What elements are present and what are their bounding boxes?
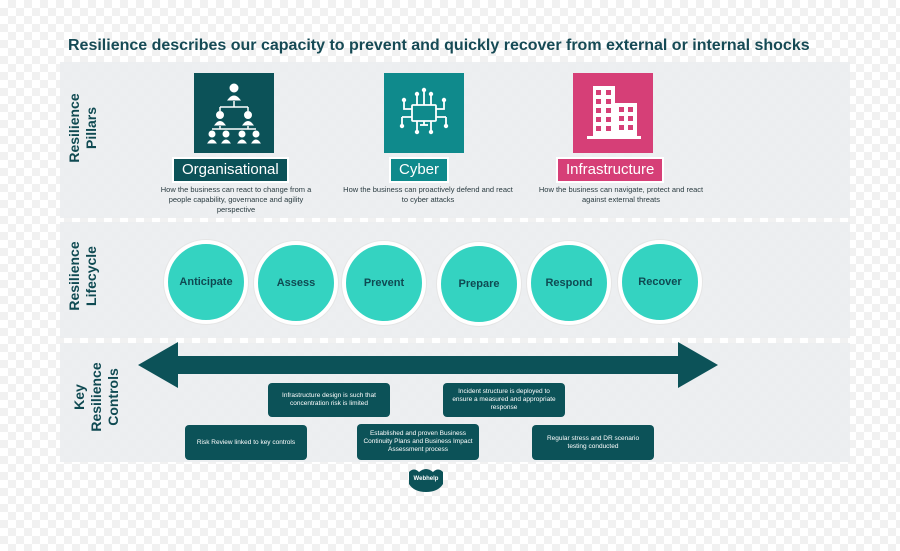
lifecycle-prepare: Prepare [437,242,521,326]
page-title: Resilience describes our capacity to pre… [68,37,810,54]
double-arrow [138,342,718,388]
lifecycle-anticipate: Anticipate [164,240,248,324]
pillar-label-infrastructure: Infrastructure [556,157,665,183]
control-incident-structure: Incident structure is deployed to ensure… [443,383,565,417]
circuit-monitor-icon [384,73,464,153]
org-chart-icon [194,73,274,153]
row-label-line: Key [71,384,87,410]
lifecycle-prevent: Prevent [342,241,426,325]
building-icon [573,73,653,153]
row-label-line: Resilience [88,362,104,432]
lifecycle-recover: Recover [618,240,702,324]
lifecycle-assess: Assess [254,241,338,325]
row-label-pillars: Resilience Pillars [66,68,102,188]
control-infrastructure-design: Infrastructure design is such that conce… [268,383,390,417]
row-label-line: Lifecycle [83,246,99,306]
row-label-line: Resilience [66,241,82,311]
pillar-desc-organisational: How the business can react to change fro… [160,185,312,214]
control-stress-testing: Regular stress and DR scenario testing c… [532,425,654,460]
pillar-desc-infrastructure: How the business can navigate, protect a… [538,185,704,204]
pillar-label-organisational: Organisational [172,157,289,183]
row-label-line: Pillars [83,106,99,150]
lifecycle-respond: Respond [527,241,611,325]
pillar-desc-cyber: How the business can proactively defend … [343,185,513,204]
row-label-line: Controls [105,368,121,426]
control-business-continuity: Established and proven Business Continui… [357,424,479,460]
row-label-line: Resilience [66,93,82,163]
control-risk-review: Risk Review linked to key controls [185,425,307,460]
row-label-lifecycle: Resilience Lifecycle [66,216,102,336]
pillar-label-cyber: Cyber [389,157,450,183]
row-label-controls: Key Resilience Controls [71,337,123,457]
webhelp-logo-text: Webhelp [413,476,439,482]
webhelp-logo [406,466,446,494]
